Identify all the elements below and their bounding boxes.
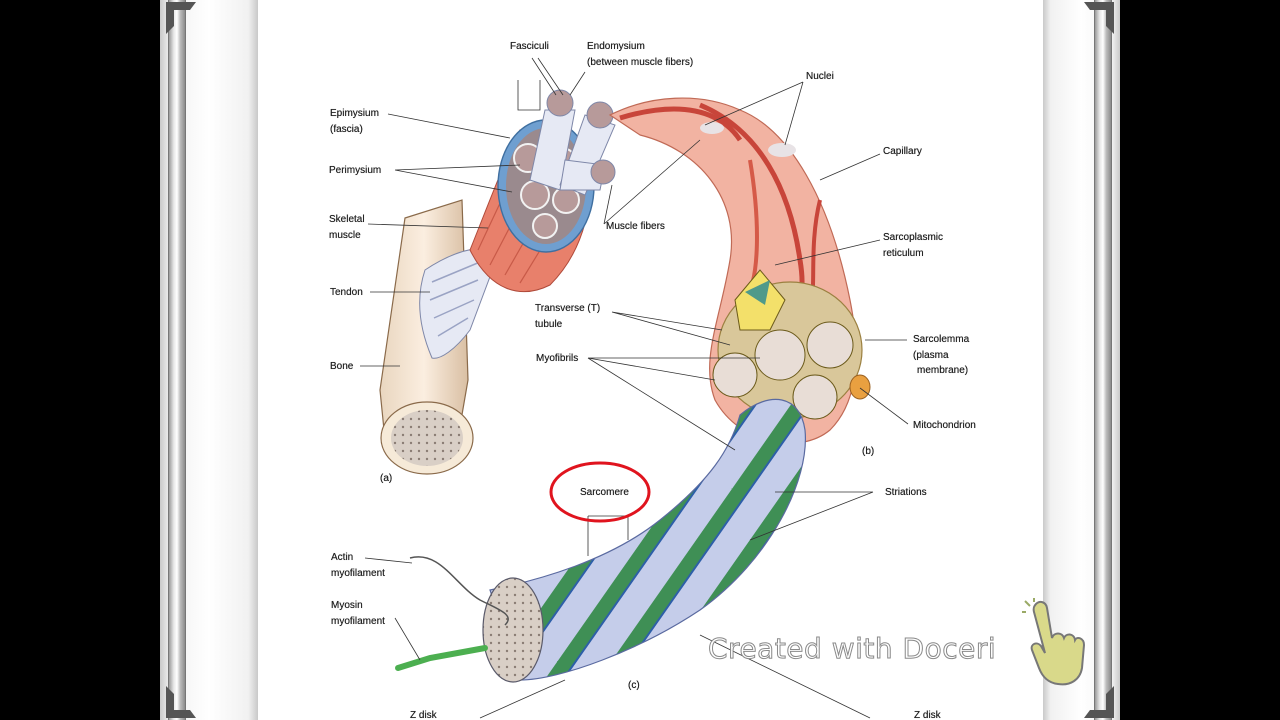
label-endomysium-1: Endomysium	[587, 41, 645, 52]
label-sarcoplasmic-1: Sarcoplasmic	[883, 232, 944, 243]
leader-lines	[360, 57, 909, 719]
label-sarcolemma-3: membrane)	[917, 365, 969, 376]
label-z-disk-left: Z disk	[410, 710, 437, 720]
label-capillary: Capillary	[883, 146, 922, 157]
label-bone: Bone	[330, 361, 354, 372]
label-epimysium-1: Epimysium	[330, 108, 379, 119]
muscle-anatomy-illustration	[360, 57, 909, 719]
label-nuclei: Nuclei	[806, 71, 834, 82]
label-sarcolemma-1: Sarcolemma	[913, 334, 970, 345]
label-endomysium-2: (between muscle fibers)	[587, 57, 694, 68]
label-myofibrils: Myofibrils	[536, 353, 579, 364]
top-right-corner-ornament	[1084, 2, 1114, 34]
label-myosin-1: Myosin	[331, 600, 363, 611]
label-part-b: (b)	[862, 446, 875, 457]
label-sarcoplasmic-2: reticulum	[883, 248, 924, 259]
label-part-a: (a)	[380, 473, 393, 484]
label-tendon: Tendon	[330, 287, 363, 298]
doceri-watermark: Created with Doceri	[707, 632, 997, 666]
label-skeletal-2: muscle	[329, 230, 361, 241]
label-sarcomere: Sarcomere	[580, 487, 629, 498]
pointing-hand-icon	[1022, 598, 1086, 686]
top-left-corner-ornament	[166, 2, 196, 34]
label-sarcolemma-2: (plasma	[913, 350, 949, 361]
label-epimysium-2: (fascia)	[330, 124, 363, 135]
right-board-frame	[1043, 0, 1120, 720]
label-part-c: (c)	[628, 680, 640, 691]
left-board-frame	[160, 0, 258, 720]
label-striations: Striations	[885, 487, 927, 498]
fasciculi-illustration	[529, 89, 616, 196]
sarcomere-highlight-circle	[549, 461, 651, 523]
label-z-disk-right: Z disk	[914, 710, 941, 720]
label-myosin-2: myofilament	[331, 616, 385, 627]
diagram-canvas: Fasciculi Endomysium (between muscle fib…	[258, 0, 1043, 720]
label-actin-2: myofilament	[331, 568, 385, 579]
bottom-right-corner-ornament	[1084, 686, 1114, 718]
label-muscle-fibers: Muscle fibers	[606, 221, 665, 232]
myofibril-illustration	[395, 398, 807, 683]
label-transverse-2: tubule	[535, 319, 563, 330]
label-transverse-1: Transverse (T)	[535, 303, 601, 314]
label-mitochondrion: Mitochondrion	[913, 420, 976, 431]
label-fasciculi: Fasciculi	[510, 41, 549, 52]
left-frame-rail	[168, 0, 186, 720]
right-frame-rail	[1094, 0, 1112, 720]
muscle-fiber-illustration	[608, 97, 871, 444]
label-skeletal-1: Skeletal	[329, 214, 365, 225]
bone-illustration	[379, 199, 474, 475]
tendon-illustration	[419, 247, 501, 359]
bottom-left-corner-ornament	[166, 686, 196, 718]
label-actin-1: Actin	[331, 552, 354, 563]
label-perimysium: Perimysium	[329, 165, 382, 176]
